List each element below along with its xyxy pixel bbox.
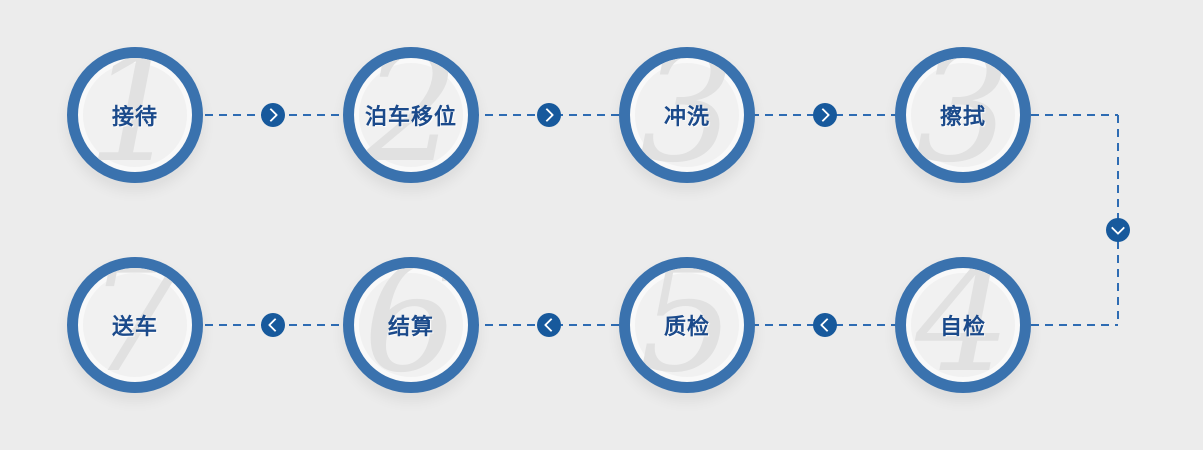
- step-settlement: 6 结算: [343, 257, 479, 393]
- step-ghost-number: 6: [363, 257, 459, 393]
- step-wipe: 3 擦拭: [895, 47, 1031, 183]
- step-car-delivery: 7 送车: [67, 257, 203, 393]
- step-parking-relocation: 2 泊车移位: [343, 47, 479, 183]
- step-self-check: 4 自检: [895, 257, 1031, 393]
- step-label: 冲洗: [663, 104, 710, 129]
- step-label: 质检: [663, 314, 710, 339]
- chevron-down-icon: [1110, 220, 1126, 236]
- flow-arrow-right-2: [537, 103, 561, 127]
- chevron-left-icon: [819, 317, 835, 333]
- flow-arrow-right-1: [261, 103, 285, 127]
- flow-arrow-right-3: [813, 103, 837, 127]
- step-label: 送车: [111, 314, 158, 339]
- step-quality-check: 5 质检: [619, 257, 755, 393]
- step-ghost-number: 4: [915, 257, 1011, 393]
- step-ghost-number: 5: [639, 257, 735, 393]
- flow-arrow-left-2: [537, 313, 561, 337]
- step-ghost-number: 7: [87, 257, 183, 393]
- chevron-left-icon: [543, 317, 559, 333]
- flow-arrow-left-3: [261, 313, 285, 337]
- chevron-right-icon: [539, 107, 555, 123]
- step-label: 泊车移位: [364, 104, 457, 129]
- step-reception: 1 接待: [67, 47, 203, 183]
- step-ghost-number: 1: [87, 47, 183, 183]
- flow-arrow-left-1: [813, 313, 837, 337]
- step-label: 结算: [387, 314, 434, 339]
- step-rinse: 3 冲洗: [619, 47, 755, 183]
- step-label: 接待: [111, 104, 158, 129]
- step-ghost-number: 2: [363, 47, 459, 183]
- step-ghost-number: 3: [915, 47, 1011, 183]
- flow-arrow-down: [1106, 218, 1130, 242]
- step-ghost-number: 3: [639, 47, 735, 183]
- step-label: 擦拭: [939, 104, 986, 129]
- chevron-left-icon: [267, 317, 283, 333]
- chevron-right-icon: [815, 107, 831, 123]
- chevron-right-icon: [263, 107, 279, 123]
- step-label: 自检: [939, 314, 986, 339]
